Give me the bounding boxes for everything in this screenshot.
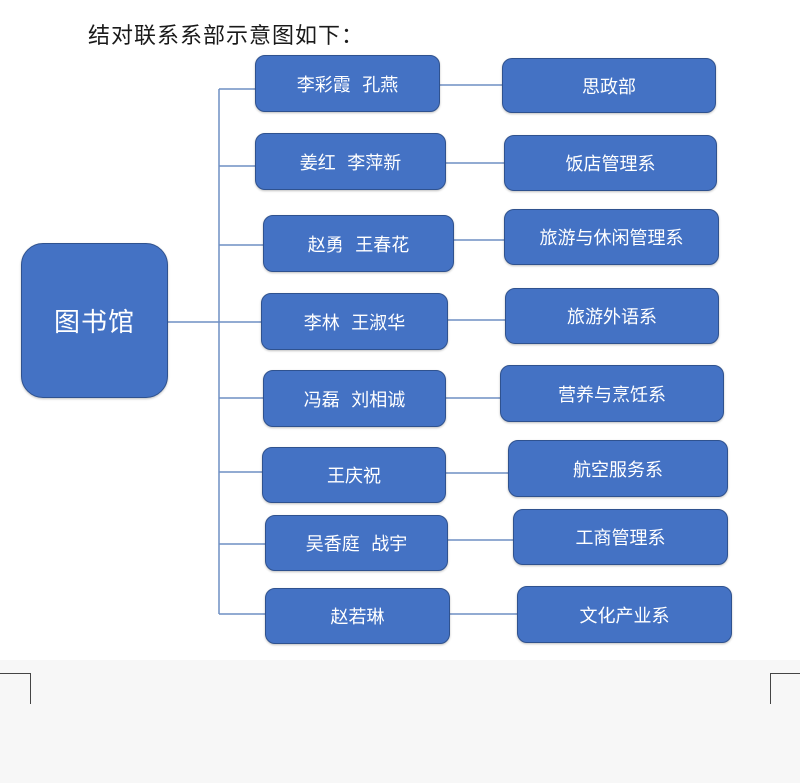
people-box-7: 吴香庭 战宇 [265, 515, 448, 571]
department-box-2: 饭店管理系 [504, 135, 717, 191]
lower-page-area [0, 660, 800, 783]
people-box-5: 冯磊 刘相诚 [263, 370, 446, 427]
people-box-4: 李林 王淑华 [261, 293, 448, 350]
people-box-8: 赵若琳 [265, 588, 450, 644]
department-box-3: 旅游与休闲管理系 [504, 209, 719, 265]
department-box-6: 航空服务系 [508, 440, 728, 497]
page-corner-mark-left [0, 673, 31, 704]
people-box-1: 李彩霞 孔燕 [255, 55, 440, 112]
department-box-4: 旅游外语系 [505, 288, 719, 344]
page-title: 结对联系系部示意图如下： [88, 24, 365, 49]
people-box-2: 姜红 李萍新 [255, 133, 446, 190]
department-box-8: 文化产业系 [517, 586, 732, 643]
people-box-3: 赵勇 王春花 [263, 215, 454, 272]
department-box-5: 营养与烹饪系 [500, 365, 724, 422]
department-box-1: 思政部 [502, 58, 716, 113]
department-box-7: 工商管理系 [513, 509, 728, 565]
page-corner-mark-right [770, 673, 800, 704]
people-box-6: 王庆祝 [262, 447, 446, 503]
library-root-box: 图书馆 [21, 243, 168, 398]
